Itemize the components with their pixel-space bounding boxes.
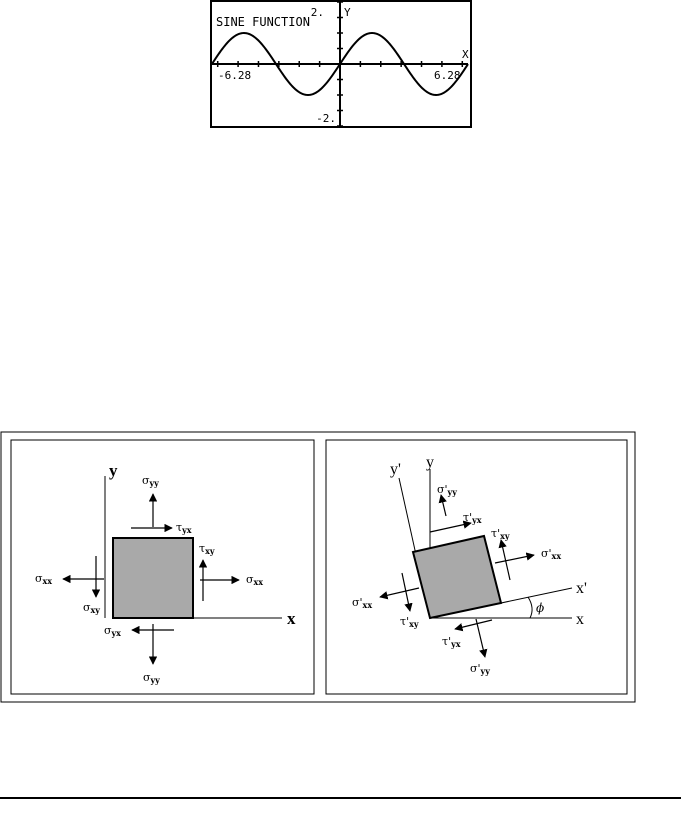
x-max-label: 6.28 <box>434 69 461 82</box>
sigma-prime-xx-left-label: σ'xx <box>352 596 372 610</box>
left-axis-y-label: y <box>109 461 118 480</box>
right-panel-border <box>325 439 628 695</box>
sine-curve <box>211 31 469 97</box>
angle-arc <box>527 596 533 619</box>
tau-yx-bottom-label: σyx <box>104 624 121 638</box>
stress-element-square <box>112 537 194 619</box>
y-axis-label: Y <box>344 6 351 19</box>
footer-rule <box>0 797 681 799</box>
tau-prime-yx-top-label: τ'yx <box>463 511 482 525</box>
stress-diagram-figure: y x σyy τyx τxy σxx σxx σxy σyx σyy <box>0 431 636 703</box>
tau-prime-xy-left-arrow <box>401 572 413 612</box>
calc-title: SINE FUNCTION <box>216 15 310 29</box>
y-min-label: -2. <box>316 112 336 125</box>
tau-yx-top-label: τyx <box>176 521 192 535</box>
sigma-prime-yy-bottom-arrow <box>475 618 488 658</box>
sigma-prime-yy-bottom-label: σ'yy <box>470 662 490 676</box>
sigma-prime-yy-top-arrow <box>438 494 447 517</box>
tau-prime-xy-right-label: τ'xy <box>491 527 510 541</box>
tau-xy-right-label: τxy <box>199 542 215 556</box>
sigma-prime-xx-left-arrow <box>379 587 420 600</box>
y-max-label: 2. <box>311 6 324 19</box>
angle-phi-label: ϕ <box>536 601 544 615</box>
sigma-prime-xx-right-arrow <box>494 552 535 564</box>
tau-prime-yx-top-arrow <box>429 520 472 533</box>
x-min-label: -6.28 <box>218 69 251 82</box>
sigma-xx-right-label: σxx <box>246 573 263 587</box>
left-stress-panel: y x σyy τyx τxy σxx σxx σxy σyx σyy <box>10 439 315 695</box>
tau-xy-left-label: σxy <box>83 601 100 615</box>
sigma-yy-top-label: σyy <box>142 474 159 488</box>
rotated-stress-element <box>411 534 503 620</box>
tau-prime-xy-right-arrow <box>498 539 511 581</box>
x-axis-label: X <box>462 48 469 61</box>
axis-ticks <box>216 1 464 127</box>
sigma-prime-yy-top-label: σ'yy <box>437 483 457 497</box>
right-axis-x-prime-label: x' <box>576 580 587 597</box>
figure-outer-border <box>0 431 636 703</box>
sigma-yy-bottom-label: σyy <box>143 671 160 685</box>
right-axis-y-label: y <box>426 454 434 471</box>
tau-prime-xy-left-label: τ'xy <box>400 615 419 629</box>
right-stress-panel: y y' x' x ϕ σ'yy τ'yx τ'xy σ'xx σ'xx τ'x… <box>325 439 628 695</box>
sine-calculator-screen: SINE FUNCTION 2. Y X -6.28 6.28 -2. <box>210 0 472 128</box>
sigma-xx-left-label: σxx <box>35 572 52 586</box>
sigma-prime-xx-right-label: σ'xx <box>541 547 561 561</box>
tau-prime-yx-bottom-label: τ'yx <box>442 635 461 649</box>
left-panel-border <box>10 439 315 695</box>
right-axis-y-prime-label: y' <box>390 461 401 478</box>
right-axis-x-label: x <box>576 611 584 628</box>
tau-prime-yx-bottom-arrow <box>454 619 493 632</box>
left-axis-x-label: x <box>287 609 296 628</box>
